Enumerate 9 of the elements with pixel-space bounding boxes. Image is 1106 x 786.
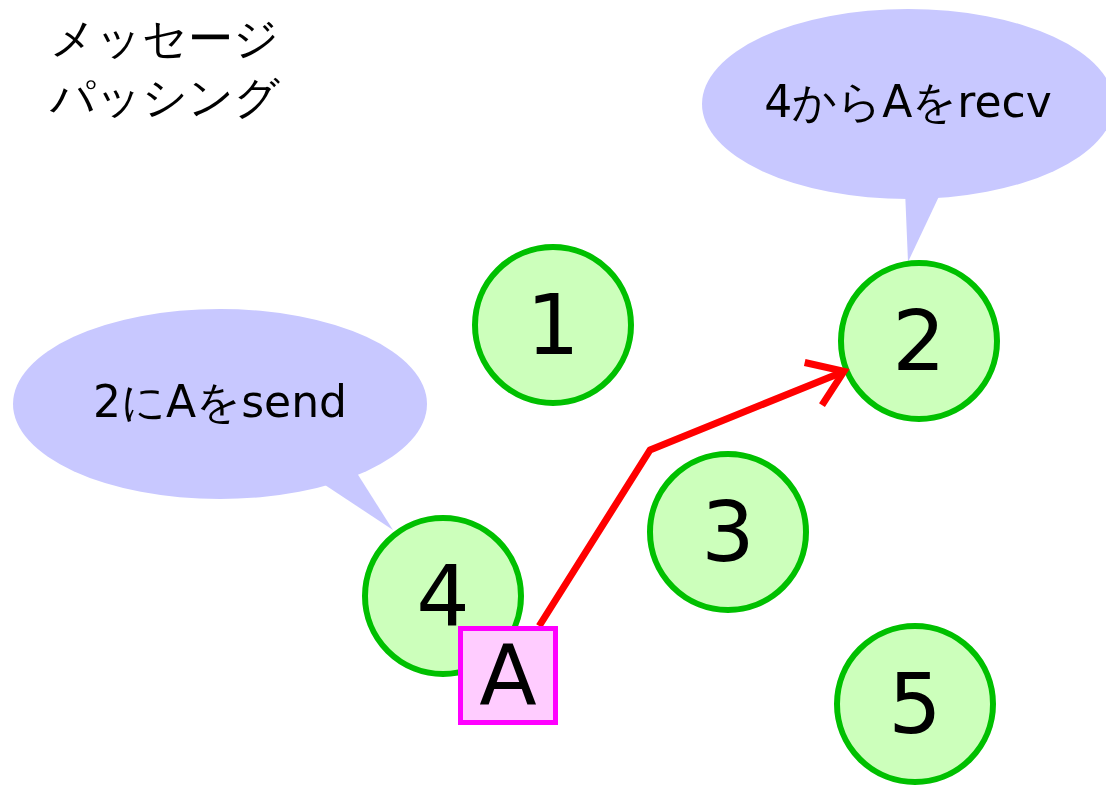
diagram-title: メッセージパッシング [50,11,281,126]
node-number: 3 [701,490,755,574]
bubble-text: 2にAをsend [92,380,348,424]
bubble-text: 4からAをrecv [763,80,1053,124]
node-number: 2 [892,299,946,383]
arrow [536,359,848,628]
message-box: A [458,626,558,725]
node-number: 5 [888,662,942,746]
node-number: 1 [526,283,580,367]
